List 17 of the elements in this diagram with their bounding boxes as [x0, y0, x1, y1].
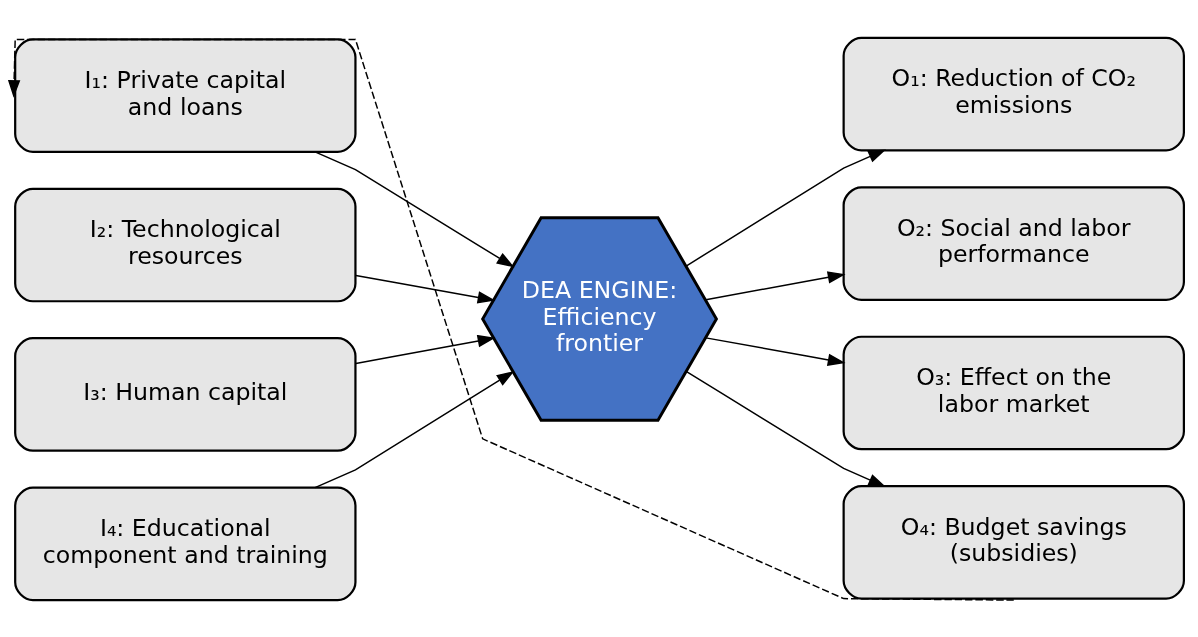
node-box: O₁: Reduction of CO₂ emissions — [842, 36, 1185, 151]
node-box: I₁: Private capital and loans — [14, 37, 357, 153]
arrow — [314, 150, 515, 267]
arrow — [705, 270, 846, 300]
node-box: O₄: Budget savings (subsidies) — [842, 484, 1185, 600]
node-box: O₂: Social and labor performance — [842, 185, 1185, 301]
node-box: O₃: Effect on the labor market — [842, 335, 1185, 450]
arrow — [685, 370, 887, 487]
node-box: I₃: Human capital — [14, 336, 357, 452]
arrow — [355, 334, 496, 364]
arrow — [8, 38, 1015, 601]
arrow — [705, 336, 846, 366]
arrow — [314, 370, 515, 488]
node-box: I₂: Technological resources — [14, 187, 357, 302]
arrow — [685, 148, 887, 267]
arrow — [355, 274, 496, 303]
node-box: I₄: Educational component and training — [14, 486, 357, 601]
